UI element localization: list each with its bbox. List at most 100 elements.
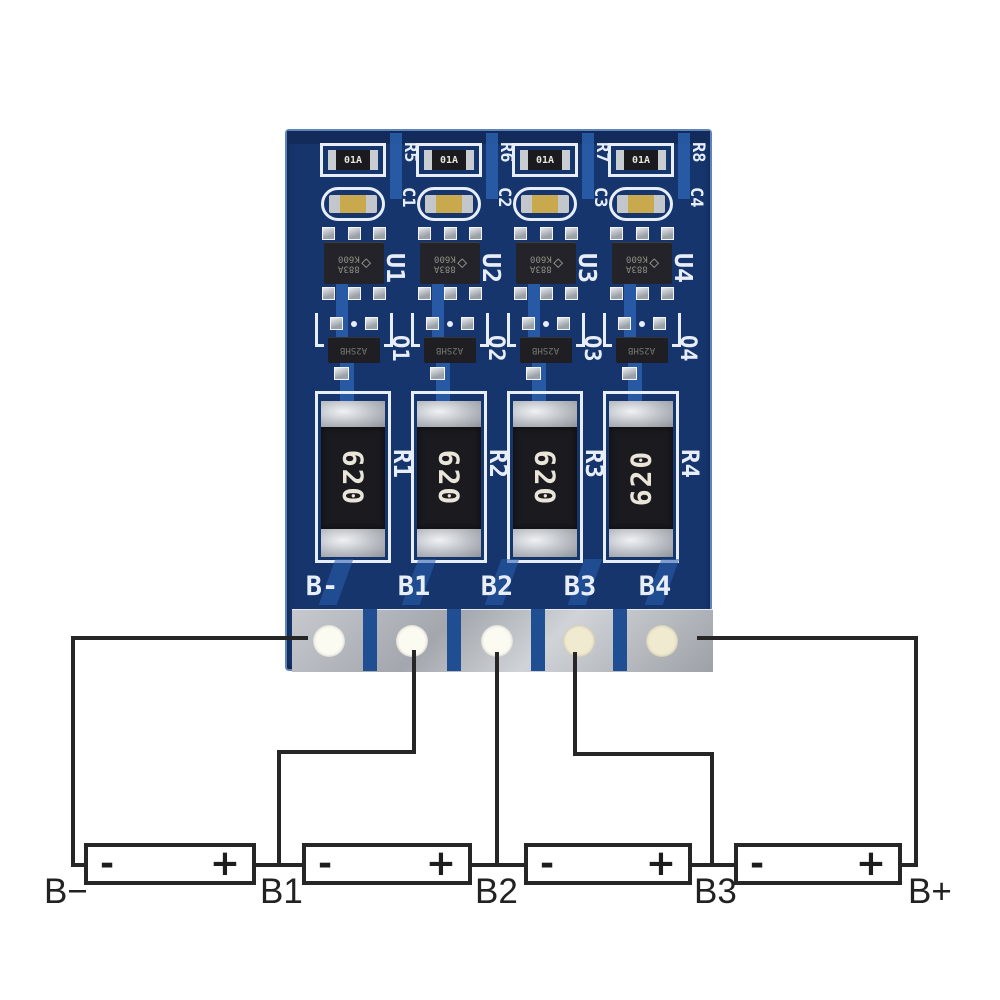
ic-marking-line2: K600 [626, 253, 648, 263]
pad-divider [363, 609, 377, 671]
wire-bminus-h [71, 636, 308, 640]
capacitor-body [425, 195, 473, 213]
ic-marking-line2: K600 [530, 253, 552, 263]
mosfet: A2SHB [328, 337, 380, 363]
ic-pads-top [610, 227, 674, 240]
transistor-drain-pad [430, 367, 445, 380]
pcb-trace [678, 133, 690, 199]
solder-joint [609, 401, 673, 427]
silk-label-transistor: Q4 [675, 335, 700, 362]
series-link-b1 [254, 863, 304, 867]
solder-joint [417, 529, 481, 557]
mosfet: A2SHB [520, 337, 572, 363]
sense-resistor-marking: 01A [343, 154, 363, 166]
terminal-label-b1: B1 [260, 872, 303, 911]
sense-resistor: 01A [416, 143, 482, 177]
chip-logo-icon [649, 258, 660, 268]
silk-bracket [507, 313, 516, 347]
capacitor-body [521, 195, 569, 213]
smd-capacitor [417, 187, 481, 221]
silk-label-capacitor: C4 [686, 187, 706, 208]
pad-divider [613, 609, 627, 671]
ic-pads-bottom [322, 287, 386, 300]
power-resistor-outline [411, 391, 487, 563]
ic-pads-top [514, 227, 578, 240]
sense-resistor-body: 01A [328, 150, 378, 170]
pad-hole-b-minus [313, 625, 345, 657]
wire-b2-v [495, 652, 499, 867]
solder-joint [513, 529, 577, 557]
ic-marking-line1: 883A [626, 263, 648, 274]
battery-cell-4: - + [734, 843, 902, 885]
capacitor-body [617, 195, 665, 213]
solder-joint [417, 401, 481, 427]
wire-bplus-foot [899, 863, 918, 867]
power-resistor-body: 620 [609, 427, 673, 529]
pad-hole-b3 [563, 625, 595, 657]
power-resistor-body: 620 [417, 427, 481, 529]
chip-logo-icon [361, 258, 372, 268]
ic-pads-bottom [610, 287, 674, 300]
pad-divider [447, 609, 461, 671]
mosfet-marking: A2SHB [436, 345, 464, 355]
pcb-trace [582, 133, 594, 199]
transistor-drain-pad [622, 367, 637, 380]
wire-b1-v2 [277, 750, 281, 867]
pad-divider [531, 609, 545, 671]
terminal-label-b3: B3 [694, 872, 737, 911]
ic-marking-line1: 883A [338, 263, 360, 274]
wire-b1-v1 [412, 650, 416, 754]
chip-logo-icon [457, 258, 468, 268]
mosfet: A2SHB [424, 337, 476, 363]
silk-label-ic: U4 [669, 253, 698, 284]
power-resistor-marking: 620 [624, 449, 658, 507]
wire-bminus-v [71, 636, 75, 867]
smd-capacitor [513, 187, 577, 221]
power-resistor-outline [315, 391, 391, 563]
series-link-b2 [470, 863, 526, 867]
sense-resistor-body: 01A [424, 150, 474, 170]
wire-b3-v2 [710, 752, 714, 867]
silk-bracket [411, 313, 420, 347]
wire-b3-h [573, 752, 714, 756]
battery-cell-2: - + [302, 843, 472, 885]
terminal-label-b-plus: B+ [908, 872, 952, 911]
sense-resistor-marking: 01A [631, 154, 651, 166]
pad-label-b-minus: B- [305, 571, 339, 602]
sense-resistor-body: 01A [616, 150, 666, 170]
ic-marking-line1: 883A [530, 263, 552, 274]
battery-cell-1: - + [84, 843, 256, 885]
mosfet-marking: A2SHB [628, 345, 656, 355]
sense-resistor: 01A [512, 143, 578, 177]
pad-label-b3: B3 [563, 571, 597, 602]
power-resistor-marking: 620 [528, 449, 562, 507]
pcb-trace [486, 133, 498, 199]
power-resistor-body: 620 [321, 427, 385, 529]
mosfet-marking: A2SHB [340, 345, 368, 355]
silk-dot [543, 321, 549, 327]
power-resistor-marking: 620 [336, 449, 370, 507]
wire-b1-h [277, 750, 416, 754]
transistor-pads [402, 317, 498, 330]
wire-bplus-v [914, 636, 918, 867]
pad-label-b1: B1 [397, 571, 431, 602]
mosfet-marking: A2SHB [532, 345, 560, 355]
transistor-pads [306, 317, 402, 330]
silk-dot [351, 321, 357, 327]
wire-bminus-foot [71, 863, 87, 867]
solder-joint [321, 529, 385, 557]
power-resistor-marking: 620 [432, 449, 466, 507]
